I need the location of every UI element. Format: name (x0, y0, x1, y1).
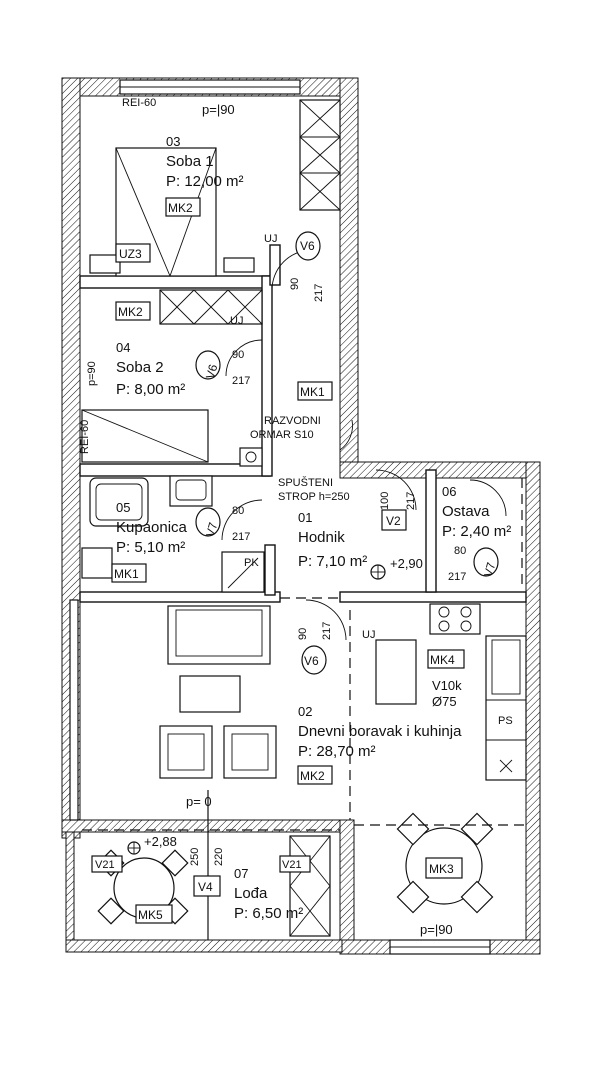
door-v6-width-1: 90 (289, 278, 301, 290)
living-furniture (159, 605, 277, 779)
uz3-tag: UZ3 (119, 247, 142, 261)
tag-boxes (91, 197, 465, 924)
room-07-number: 07 (234, 866, 248, 881)
room-04-area: P: 8,00 m² (116, 381, 185, 398)
room-06-area: P: 2,40 m² (442, 523, 511, 540)
v10k-diameter-label: Ø75 (432, 694, 457, 709)
rei60-side-label: REI-60 (79, 420, 91, 454)
door-v6-tag-1: V6 (300, 239, 315, 253)
window-v4-width: 250 (189, 848, 201, 866)
v10k-label: V10k (432, 678, 462, 693)
parapet-bottom-label: p=|90 (420, 922, 453, 937)
door-v2-width: 100 (379, 492, 391, 510)
mk5-tag: MK5 (138, 908, 163, 922)
loggia-elevation-label: +2,88 (144, 834, 177, 849)
ormar-label: ORMAR S10 (250, 429, 314, 441)
mk3-tag: MK3 (429, 862, 454, 876)
room-07-name: Lođa (234, 885, 268, 902)
room-02-area: P: 28,70 m² (298, 743, 376, 760)
door-v7-height-1: 217 (232, 531, 250, 543)
parapet-side-label: p=90 (86, 361, 98, 386)
room-03-number: 03 (166, 134, 180, 149)
window-v21-tag-2: V21 (282, 859, 302, 871)
room-06-name: Ostava (442, 503, 490, 520)
door-v7-width-1: 80 (232, 505, 244, 517)
room-02-number: 02 (298, 704, 312, 719)
uj-tag-1: UJ (264, 233, 277, 245)
door-v7-width-2: 80 (454, 545, 466, 557)
room-05-name: Kupaonica (116, 519, 188, 536)
window-v4-height: 220 (213, 848, 225, 866)
wardrobe-room2 (159, 289, 263, 325)
door-v2-height: 217 (405, 492, 417, 510)
top-window (69, 79, 491, 955)
parapet-zero-label: p= 0 (186, 794, 212, 809)
door-v7-tag-1: V7 (203, 520, 220, 538)
room-03-name: Soba 1 (166, 153, 214, 170)
pk-label: PK (244, 557, 259, 569)
door-v6-height-2: 217 (232, 375, 250, 387)
window-v21-tag-1: V21 (95, 859, 115, 871)
room-04-number: 04 (116, 340, 130, 355)
room-07-area: P: 6,50 m² (234, 905, 303, 922)
bed-room2 (81, 409, 263, 467)
door-v7-tag-2: V7 (481, 560, 498, 578)
room-01-area: P: 7,10 m² (298, 553, 367, 570)
hall-elevation-label: +2,90 (390, 556, 423, 571)
ps-label: PS (498, 715, 513, 727)
mk2-tag-living: MK2 (300, 769, 325, 783)
room-01-name: Hodnik (298, 529, 345, 546)
mk1-tag-bath: MK1 (114, 567, 139, 581)
strop-label: STROP h=250 (278, 491, 350, 503)
mk2-tag-room1: MK2 (168, 201, 193, 215)
rei60-top-label: REI-60 (122, 97, 156, 109)
room-05-number: 05 (116, 500, 130, 515)
room-03-area: P: 12,00 m² (166, 173, 244, 190)
loggia-window (289, 835, 331, 937)
uj-tag-3: UJ (362, 629, 375, 641)
room-06-number: 06 (442, 484, 456, 499)
dashed-lines (82, 478, 530, 940)
parapet-top-label: p=|90 (202, 102, 235, 117)
door-v6-width-2: 90 (232, 349, 244, 361)
mk1-tag-hall: MK1 (300, 385, 325, 399)
room-04-name: Soba 2 (116, 359, 164, 376)
door-v6-tag-2: V6 (203, 362, 220, 380)
door-v6-height-1: 217 (313, 284, 325, 302)
wardrobe-room1 (299, 99, 341, 211)
door-v6-width-3: 90 (297, 628, 309, 640)
razvodni-label: RAZVODNI (264, 415, 321, 427)
door-v6-tag-3: V6 (304, 654, 319, 668)
mk2-tag-room2: MK2 (118, 305, 143, 319)
window-v4-tag: V4 (198, 880, 213, 894)
shaft (221, 551, 265, 593)
door-v2-tag: V2 (386, 514, 401, 528)
kitchen (375, 603, 527, 781)
elevation-markers (127, 564, 386, 855)
room-02-name: Dnevni boravak i kuhinja (298, 723, 462, 740)
door-v6-height-3: 217 (321, 622, 333, 640)
room-05-area: P: 5,10 m² (116, 539, 185, 556)
door-v7-height-2: 217 (448, 571, 466, 583)
door-tag-circles (195, 231, 499, 675)
mk4-tag: MK4 (430, 653, 455, 667)
spusteni-label: SPUŠTENI (278, 476, 333, 489)
uj-tag-2: UJ (230, 315, 243, 327)
bathroom-fixtures (81, 475, 213, 579)
room-01-number: 01 (298, 510, 312, 525)
